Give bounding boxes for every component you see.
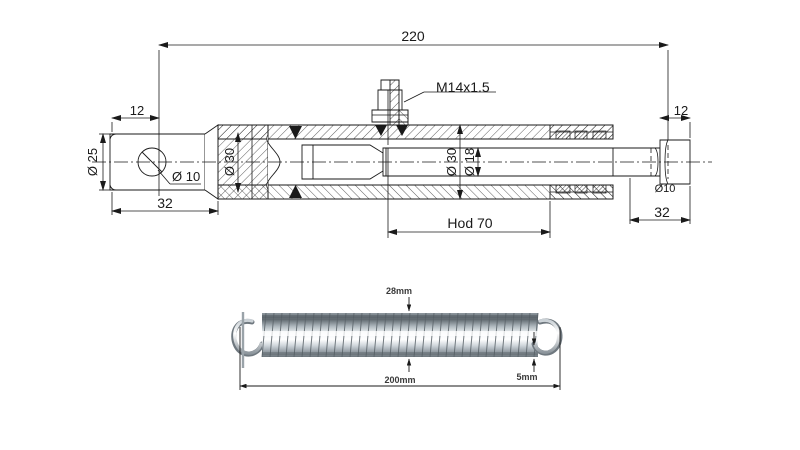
dim-left-eye-diameter: Ø 25: [85, 148, 100, 176]
dim-barrel-outer-diameter: Ø 30: [222, 148, 237, 176]
dim-right-eye-length: 32: [654, 204, 670, 220]
dim-left-eye-length: 32: [157, 195, 173, 211]
dim-stroke: Hod 70: [447, 215, 492, 231]
dim-spring-outer-diameter: 28mm: [386, 286, 412, 296]
dim-spring-wire-diameter: 5mm: [516, 372, 537, 382]
dim-left-pin-hole: Ø 10: [172, 169, 200, 184]
dim-right-pin-hole: Ø10: [655, 183, 676, 195]
dim-right-eye-width: 12: [674, 103, 688, 118]
dim-left-eye-width: 12: [130, 103, 144, 118]
dim-overall-length: 220: [401, 28, 425, 44]
tension-spring-geometry: [231, 297, 563, 390]
label-port-thread: M14x1.5: [436, 79, 490, 95]
dimension-lines: [99, 42, 691, 238]
dim-rod-diameter: Ø 18: [462, 148, 477, 176]
dim-spring-length: 200mm: [384, 375, 415, 385]
cylinder-geometry: [92, 79, 712, 200]
dim-bore-diameter: Ø 30: [444, 148, 459, 176]
